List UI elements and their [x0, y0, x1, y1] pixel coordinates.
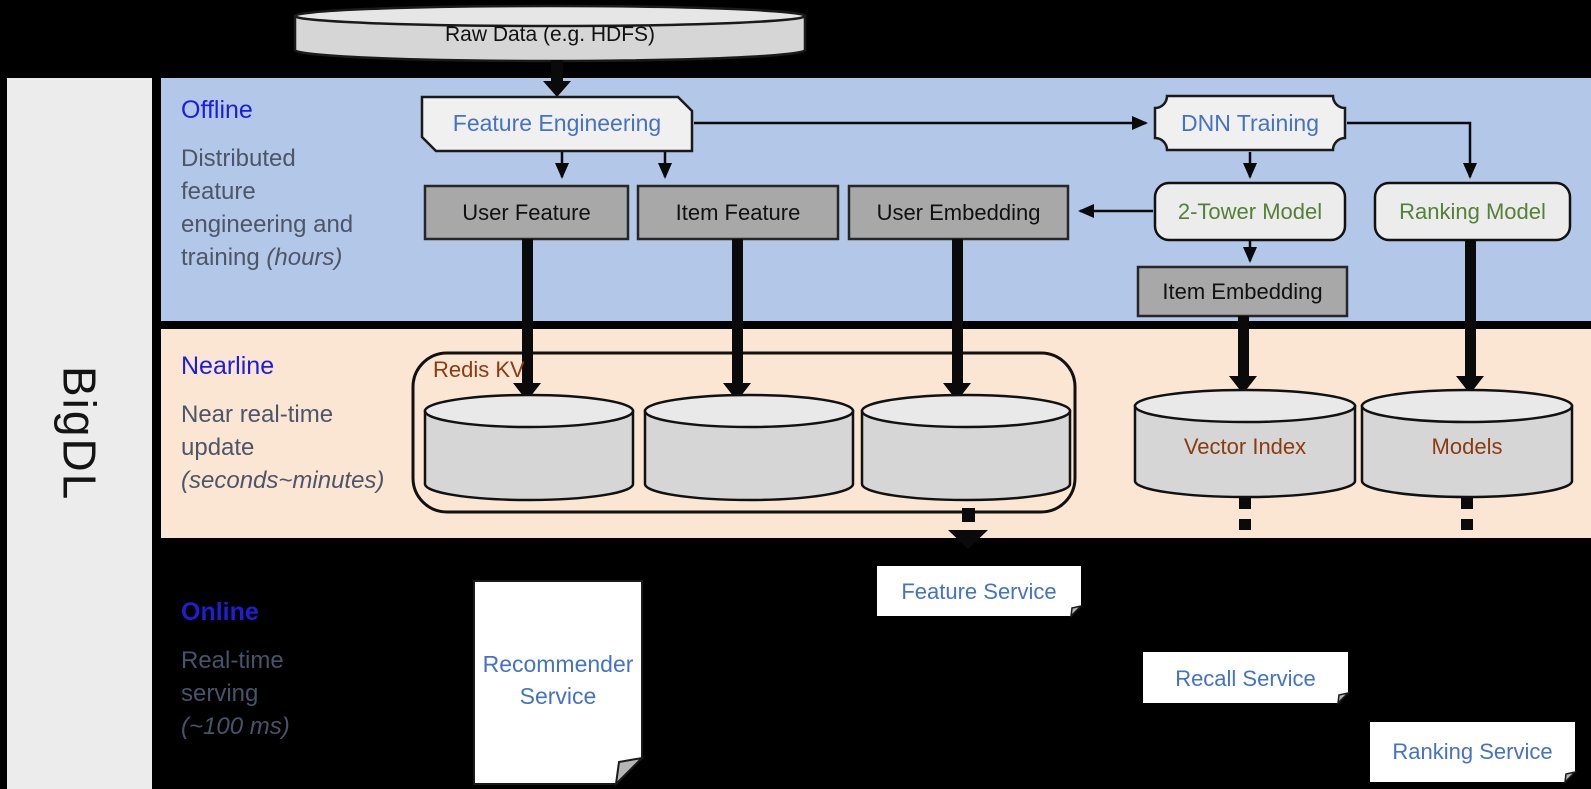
arrow-user-feature-to-kv1: [513, 239, 541, 401]
ranking-service-label: Ranking Service: [1392, 739, 1553, 764]
two-tower-model-label: 2-Tower Model: [1177, 199, 1323, 224]
feature-service-label: Feature Service: [901, 579, 1057, 604]
vector-index-cylinder: [1133, 388, 1357, 499]
recall-service-doc: [1143, 652, 1351, 706]
feature-engineering-shape: [420, 95, 694, 153]
two-tower-model-box: [1153, 181, 1347, 242]
arrow-ranking-model-to-models: [1456, 240, 1484, 394]
dashed-arrow-rediskv-to-feature-service: [948, 508, 988, 549]
dashed-link-models-to-ranking-service: [1461, 498, 1473, 530]
arrow-item-feature-to-kv2: [723, 239, 751, 401]
kv-cylinder-2: [643, 393, 855, 502]
bigdl-sidebar: BigDL: [7, 78, 152, 789]
feature-service-doc: [877, 566, 1084, 619]
thin-connectors: [555, 116, 1477, 263]
item-embedding-label: Item Embedding: [1162, 279, 1323, 304]
user-embedding-box: [847, 184, 1070, 241]
arrow-user-embedding-to-kv3: [943, 239, 971, 401]
feature-engineering-label: Feature Engineering: [452, 110, 662, 136]
dashed-connectors: [948, 498, 1473, 549]
bigdl-brand-label: BigDL: [53, 365, 106, 502]
online-lane-title: Online: [181, 598, 259, 626]
item-feature-box: [636, 184, 840, 241]
dnn-training-shape: [1153, 94, 1347, 152]
thick-connectors: [513, 239, 1484, 401]
redis-kv-label: Redis KV: [433, 357, 525, 382]
ranking-model-label: Ranking Model: [1399, 199, 1546, 224]
ranking-service-doc: [1370, 722, 1578, 785]
raw-data-cylinder: [293, 4, 807, 63]
recall-service-label: Recall Service: [1175, 666, 1316, 691]
raw-data-label: Raw Data (e.g. HDFS): [444, 23, 656, 46]
models-label: Models: [1431, 434, 1503, 459]
item-feature-label: Item Feature: [675, 200, 801, 225]
kv-cylinder-1: [423, 393, 635, 502]
arrow-rawdata-to-feature-engineering: [543, 60, 571, 97]
dashed-link-vector-index-to-recall-service: [1239, 498, 1251, 530]
user-feature-label: User Feature: [462, 200, 591, 225]
nearline-lane-description: Near real-time update (seconds~minutes): [181, 401, 385, 494]
recommender-service-doc: [473, 580, 645, 787]
offline-lane-description: Distributed feature engineering and trai…: [181, 145, 354, 271]
vector-index-label: Vector Index: [1183, 434, 1307, 459]
offline-lane-title: Offline: [181, 96, 253, 124]
nearline-lane-title: Nearline: [181, 352, 275, 380]
arrow-dnn-to-ranking-model: [1347, 121, 1477, 179]
online-lane-description: Real-time serving (~100 ms): [181, 647, 290, 740]
dnn-training-label: DNN Training: [1180, 110, 1320, 136]
item-embedding-box: [1136, 265, 1349, 318]
models-cylinder: [1360, 388, 1574, 499]
redis-kv-container: [411, 351, 1077, 514]
arrow-item-embedding-to-vector-index: [1229, 316, 1257, 394]
user-embedding-label: User Embedding: [876, 200, 1041, 225]
kv-cylinder-3: [860, 393, 1072, 502]
user-feature-box: [423, 184, 630, 241]
recommender-service-label: Recommender Service: [482, 651, 634, 709]
